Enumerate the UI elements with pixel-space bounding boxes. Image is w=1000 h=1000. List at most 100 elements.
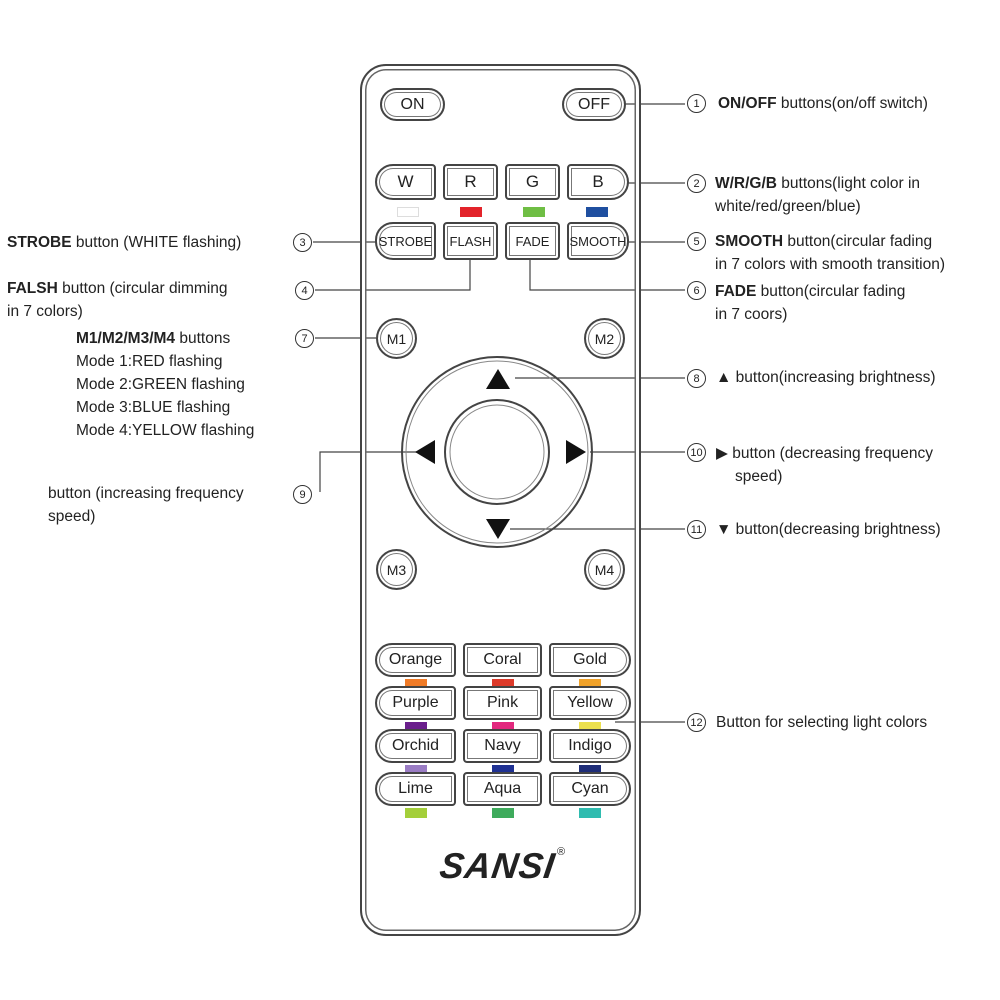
callout-bold: FADE <box>715 283 757 300</box>
pink-swatch <box>491 722 514 732</box>
color-button-orchid[interactable]: Orchid <box>375 729 456 763</box>
callout-bold: STROBE <box>7 234 72 251</box>
color-button-gold[interactable]: Gold <box>549 643 631 677</box>
callout-text: button (circular dimming <box>57 280 228 297</box>
callout-9-label: button (increasing frequency speed) <box>48 482 244 528</box>
callout-text: in 7 coors) <box>715 306 788 323</box>
yellow-swatch <box>579 722 601 732</box>
callout-text: in 7 colors) <box>7 303 83 320</box>
callout-bold: FALSH <box>7 280 58 297</box>
orchid-swatch <box>404 765 427 775</box>
m2-button[interactable]: M2 <box>584 318 625 359</box>
callout-text: speed) <box>48 508 96 525</box>
lime-swatch <box>404 808 427 818</box>
callout-bold: W/R/G/B <box>715 175 777 192</box>
m3-button[interactable]: M3 <box>376 549 417 590</box>
red-button[interactable]: R <box>443 164 498 200</box>
callout-2-label: W/R/G/B buttons(light color in white/red/… <box>715 172 920 218</box>
fade-button[interactable]: FADE <box>505 222 560 260</box>
on-button[interactable]: ON <box>380 88 445 121</box>
color-button-pink[interactable]: Pink <box>463 686 542 720</box>
flash-button[interactable]: FLASH <box>443 222 498 260</box>
callout-number: 5 <box>687 232 706 251</box>
callout-number: 1 <box>687 94 706 113</box>
green-button[interactable]: G <box>505 164 560 200</box>
color-button-lime[interactable]: Lime <box>375 772 456 806</box>
color-button-aqua[interactable]: Aqua <box>463 772 542 806</box>
m4-button[interactable]: M4 <box>584 549 625 590</box>
sansi-logo: SANSI <box>437 845 558 886</box>
navy-swatch <box>491 765 514 775</box>
callout-number: 6 <box>687 281 706 300</box>
callout-12-label: Button for selecting light colors <box>716 714 928 731</box>
color-button-coral[interactable]: Coral <box>463 643 542 677</box>
red-swatch <box>460 207 482 217</box>
callout-3-label: STROBE button (WHITE flashing) <box>7 231 241 254</box>
strobe-button[interactable]: STROBE <box>375 222 436 260</box>
callout-number: 2 <box>687 174 706 193</box>
callout-11-label: ▼ button(decreasing brightness) <box>716 521 941 538</box>
callout-text: in 7 colors with smooth transition) <box>715 256 946 273</box>
white-swatch <box>397 207 419 217</box>
callout-number: 8 <box>687 369 706 388</box>
callout-text: button(circular fading <box>756 283 906 300</box>
m1-button[interactable]: M1 <box>376 318 417 359</box>
blue-button[interactable]: B <box>567 164 629 200</box>
callout-4-label: FALSH button (circular dimming in 7 color… <box>7 277 228 323</box>
off-button[interactable]: OFF <box>562 88 626 121</box>
coral-swatch <box>491 679 514 689</box>
registered-mark: ® <box>557 846 566 858</box>
callout-number: 7 <box>295 329 314 348</box>
color-button-navy[interactable]: Navy <box>463 729 542 763</box>
callout-number: 4 <box>295 281 314 300</box>
callout-text: speed) <box>735 468 783 485</box>
callout-bold: M1/M2/M3/M4 <box>76 330 176 347</box>
smooth-button[interactable]: SMOOTH <box>567 222 629 260</box>
callout-text: buttons(light color in <box>777 175 921 192</box>
callout-number: 10 <box>687 443 706 462</box>
callout-text: button (increasing frequency <box>48 485 244 502</box>
blue-swatch <box>586 207 608 217</box>
color-button-orange[interactable]: Orange <box>375 643 456 677</box>
callout-text: buttons(on/off switch) <box>776 95 928 112</box>
callout-text: button (WHITE flashing) <box>71 234 242 251</box>
center-button[interactable] <box>452 407 542 497</box>
callout-text: buttons <box>175 330 231 347</box>
callout-text: white/red/green/blue) <box>715 198 861 215</box>
cyan-swatch <box>579 808 601 818</box>
remote-body <box>360 64 641 936</box>
callout-1-label: ON/OFF buttons(on/off switch) <box>718 92 928 115</box>
color-button-yellow[interactable]: Yellow <box>549 686 631 720</box>
callout-bold: ON/OFF <box>718 95 777 112</box>
down-arrow-button[interactable] <box>486 519 510 539</box>
indigo-swatch <box>579 765 601 775</box>
callout-number: 3 <box>293 233 312 252</box>
left-arrow-button[interactable] <box>415 440 435 464</box>
orange-swatch <box>404 679 427 689</box>
white-button[interactable]: W <box>375 164 436 200</box>
callout-number: 11 <box>687 520 706 539</box>
callout-8-label: ▲ button(increasing brightness) <box>716 369 936 386</box>
callout-number: 9 <box>293 485 312 504</box>
right-arrow-button[interactable] <box>566 440 586 464</box>
mode-text: Mode 3:BLUE flashing <box>76 399 231 416</box>
mode-text: Mode 4:YELLOW flashing <box>76 422 255 439</box>
callout-5-label: SMOOTH button(circular fading in 7 colors… <box>715 230 945 276</box>
color-button-purple[interactable]: Purple <box>375 686 456 720</box>
callout-text: button(circular fading <box>783 233 933 250</box>
mode-text: Mode 1:RED flashing <box>76 353 223 370</box>
green-swatch <box>523 207 545 217</box>
up-arrow-button[interactable] <box>486 369 510 389</box>
aqua-swatch <box>491 808 514 818</box>
callout-bold: SMOOTH <box>715 233 784 250</box>
color-button-cyan[interactable]: Cyan <box>549 772 631 806</box>
mode-text: Mode 2:GREEN flashing <box>76 376 245 393</box>
callout-number: 12 <box>687 713 706 732</box>
gold-swatch <box>579 679 601 689</box>
purple-swatch <box>404 722 427 732</box>
color-button-indigo[interactable]: Indigo <box>549 729 631 763</box>
callout-6-label: FADE button(circular fading in 7 coors) <box>715 280 905 326</box>
